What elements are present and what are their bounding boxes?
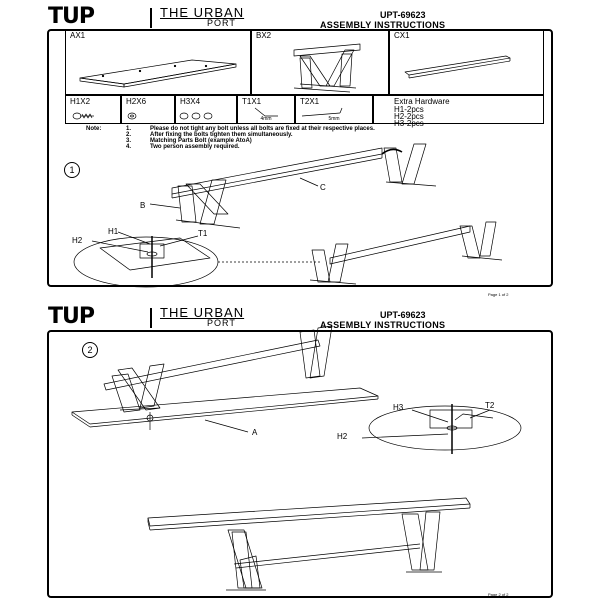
extra-hardware-item: H1-2pcs: [394, 105, 424, 114]
brand-name: THE URBAN: [160, 305, 245, 320]
t2-size-label: 5mm: [328, 116, 340, 122]
extra-hardware-item: H2-2pcs: [394, 112, 424, 121]
bolt-detail-magnifier: [73, 231, 320, 288]
brand-divider: [150, 8, 152, 28]
part-callout-h2: H2: [72, 236, 83, 245]
part-cell-h3: H3X4: [175, 95, 237, 124]
part-cell-h1: H1X2: [65, 95, 121, 124]
tabletop-board-illustration: [79, 59, 237, 88]
brand-divider: [150, 308, 152, 328]
part-callout-h2: H2: [337, 432, 348, 441]
instruction-page-2: TUP THE URBAN PORT UPT-69623 ASSEMBLY IN…: [0, 300, 600, 600]
finished-bench-illustration: [147, 497, 471, 591]
part-label-h2x6: H2X6: [126, 97, 147, 106]
part-cell-cx1: CX1: [389, 29, 544, 95]
page-frame: [47, 330, 553, 598]
note-item: 2.After fixing the bolts tighten them si…: [126, 132, 293, 138]
allen-key-t1-icon: [254, 107, 278, 117]
part-callout-h3: H3: [393, 403, 404, 412]
washer-h2-icon: [127, 112, 137, 120]
document-code: UPT-69623: [380, 10, 426, 20]
document-code: UPT-69623: [380, 310, 426, 320]
part-label-h1x2: H1X2: [70, 97, 91, 106]
document-title: ASSEMBLY INSTRUCTIONS: [320, 320, 446, 330]
part-callout-b: B: [140, 201, 146, 210]
part-label-t1x1: T1X1: [242, 97, 262, 106]
brand-name: THE URBAN: [160, 5, 245, 20]
brand-logo: TUP: [48, 4, 95, 29]
bolt-h1-icon: [72, 112, 94, 120]
part-label-bx2: BX2: [256, 31, 272, 40]
extra-hardware-title: Extra Hardware: [394, 97, 450, 106]
brand-subtitle: PORT: [207, 18, 236, 28]
step-2-number: 2: [82, 342, 98, 358]
extra-hardware-item: H3-2pcs: [394, 119, 424, 128]
step1-assembly-illustration: [149, 143, 437, 229]
note-item: 1.Please do not tight any bolt unless al…: [126, 126, 375, 132]
part-label-t2x1: T2X1: [300, 97, 320, 106]
bolt-detail-magnifier-2: [361, 404, 522, 454]
part-callout-a: A: [252, 428, 258, 437]
instruction-page-1: TUP THE URBAN PORT UPT-69623 ASSEMBLY IN…: [47, 4, 553, 297]
part-label-h3x4: H3X4: [180, 97, 201, 106]
stretcher-rail-illustration: [404, 55, 511, 79]
part-cell-t2: T2X1 5mm: [295, 95, 373, 124]
part-cell-t1: T1X1 4mm: [237, 95, 295, 124]
part-cell-ax1: AX1: [65, 29, 251, 95]
note-item: 3.Matching Parts Bolt (example AtoA): [126, 138, 252, 144]
part-callout-h1: H1: [108, 227, 119, 236]
part-callout-c: C: [320, 183, 326, 192]
part-callout-t1: T1: [198, 229, 208, 238]
part-cell-bx2: BX2: [251, 29, 389, 95]
page2-illustrations: [71, 325, 522, 591]
part-label-cx1: CX1: [394, 31, 410, 40]
part-callout-t2: T2: [485, 401, 495, 410]
extra-hardware-cell: Extra Hardware H1-2pcs H2-2pcs H3-2pcs: [373, 95, 544, 128]
step-1-number: 1: [64, 162, 80, 178]
brand-subtitle: PORT: [207, 318, 236, 328]
step2-assembly-illustration: [71, 325, 379, 433]
step1-lower-assembly-illustration: [309, 221, 503, 285]
page-footer: Page 1 of 2: [488, 292, 509, 297]
leg-frame-illustration: [293, 43, 361, 93]
document-title: ASSEMBLY INSTRUCTIONS: [320, 20, 446, 30]
page-frame: [47, 29, 553, 287]
note-item: 4.Two person assembly required.: [126, 144, 240, 150]
spring-washer-h3-icon: [179, 112, 213, 120]
allen-key-t2-icon: [301, 107, 343, 117]
notes-label: Note:: [86, 126, 102, 132]
part-label-ax1: AX1: [70, 31, 86, 40]
page1-illustrations: [72, 43, 511, 288]
page-footer: Page 2 of 2: [488, 592, 509, 597]
brand-logo: TUP: [48, 304, 95, 329]
part-cell-h2: H2X6: [121, 95, 175, 124]
t1-size-label: 4mm: [260, 116, 272, 122]
